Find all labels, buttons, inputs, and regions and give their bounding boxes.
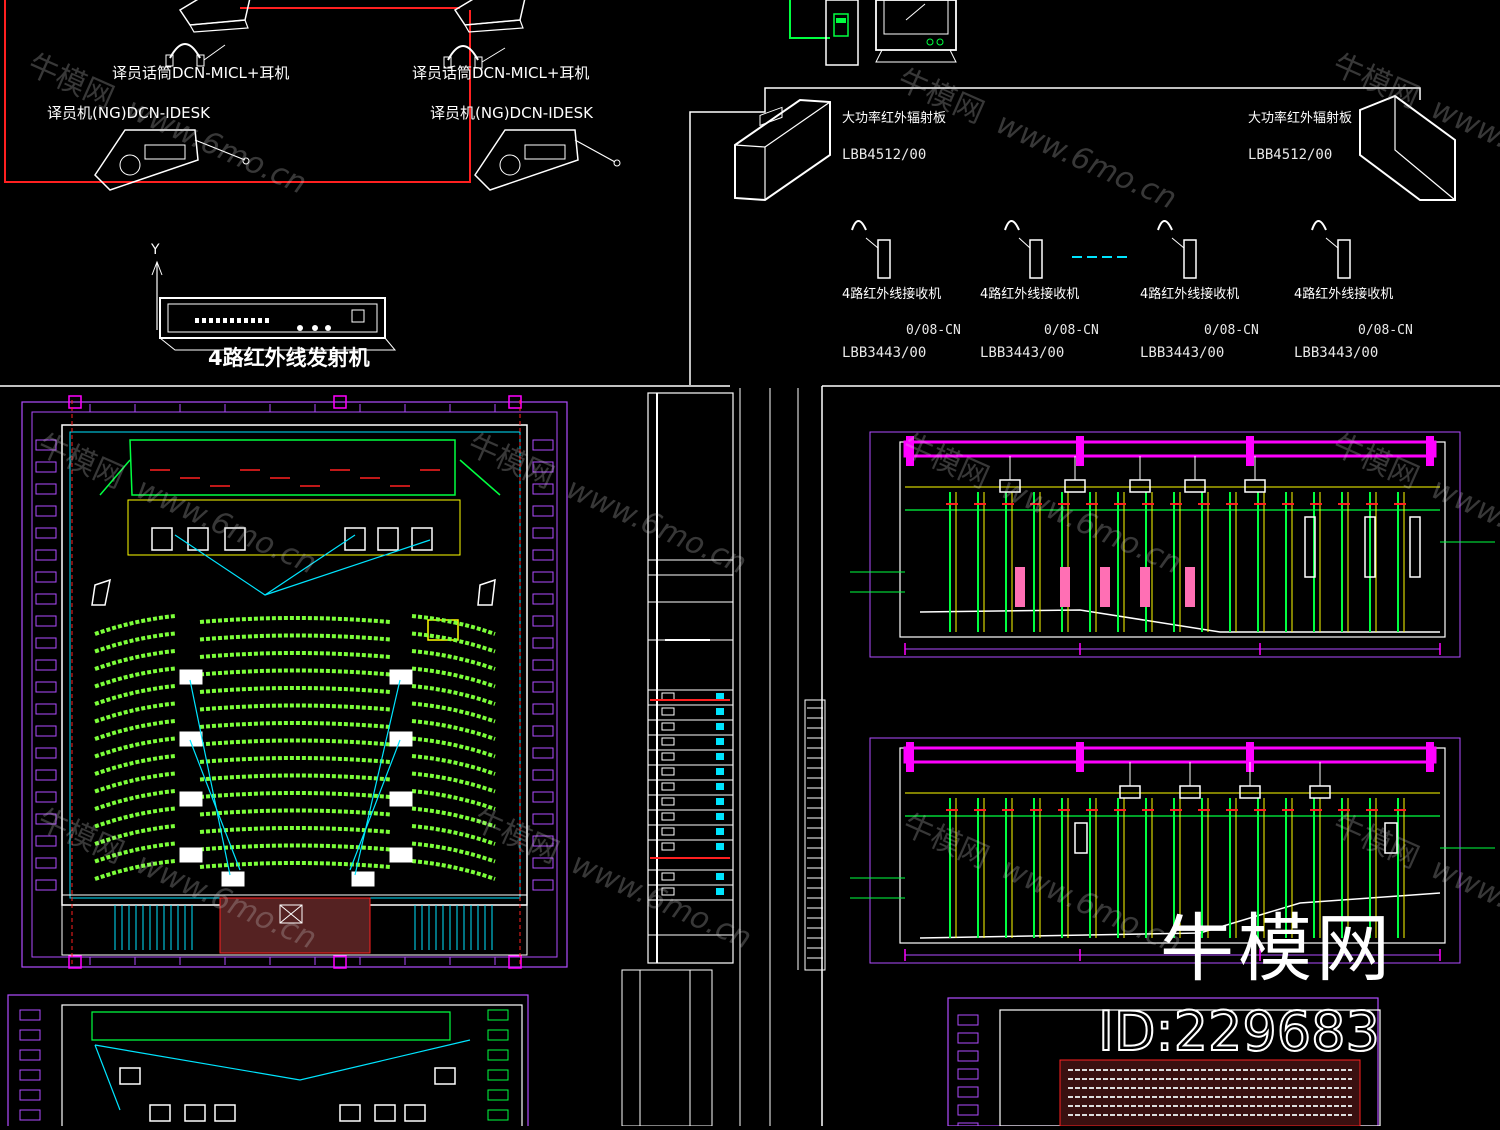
ir-distribution-diagram [689,0,1456,385]
label-receiver-title: 4路红外线接收机 [1140,287,1240,302]
label-interpreter-desk-left: 译员机(NG)DCN-IDESK [47,104,211,122]
headphone-icon [165,43,226,67]
label-receiver-title: 4路红外线接收机 [980,287,1080,302]
section-a [850,431,1495,658]
ir-receiver [1311,220,1351,279]
interpreter-desk-right [474,129,621,191]
label-axis-y: Y [151,242,160,258]
brand-id: ID:229683 [1097,1000,1381,1063]
label-interpreter-desk-right: 译员机(NG)DCN-IDESK [430,104,594,122]
label-receiver-model: LBB3443/00 [842,345,927,361]
ir-radiator-right [1359,94,1456,201]
label-receiver-title: 4路红外线接收机 [842,287,942,302]
label-interpreter-mic-left: 译员话筒DCN-MICL+耳机 [112,64,290,82]
label-receiver-sub: 0/08-CN [906,323,961,338]
detail-table-panel [621,388,826,1127]
label-receiver-sub: 0/08-CN [1204,323,1259,338]
label-receiver-model: LBB3443/00 [1140,345,1225,361]
section-b [850,737,1495,964]
label-radiator-left-model: LBB4512/00 [842,147,927,163]
interpreter-console-top-right [453,0,526,33]
headphone-icon [443,45,506,69]
label-receiver-title: 4路红外线接收机 [1294,287,1394,302]
label-interpreter-mic-right: 译员话筒DCN-MICL+耳机 [412,64,590,82]
label-receiver-model: LBB3443/00 [1294,345,1379,361]
ir-receiver [851,220,891,279]
label-radiator-right-model: LBB4512/00 [1248,147,1333,163]
brand-logo-text: 牛模网 [1160,906,1394,992]
interpreter-desk-left [94,129,250,191]
ir-radiator-left [734,98,831,202]
partial-plan-bottom-left [7,994,529,1130]
label-transmitter-title: 4路红外线发射机 [208,346,370,370]
label-radiator-right-title: 大功率红外辐射板 [1248,111,1353,126]
equipment-rack [825,0,859,66]
interpreter-console-top-left [178,0,251,33]
monitor-icon [875,0,957,63]
ir-receiver [1157,220,1197,279]
y-axis-marker [151,260,163,330]
label-receiver-sub: 0/08-CN [1358,323,1413,338]
auditorium-floor-plan [0,385,730,969]
label-radiator-left-title: 大功率红外辐射板 [842,111,947,126]
interpreter-system-diagram [4,0,621,351]
partial-plan-bottom-right [947,997,1381,1130]
ir-transmitter-unit [159,297,397,351]
label-receiver-model: LBB3443/00 [980,345,1065,361]
auditorium-sections [821,385,1500,1126]
ir-receiver [1004,220,1043,279]
label-receiver-sub: 0/08-CN [1044,323,1099,338]
